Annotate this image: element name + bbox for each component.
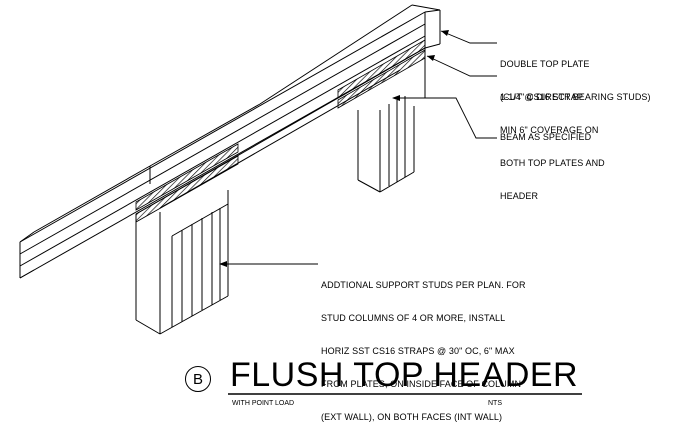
note-double-top-plate: DOUBLE TOP PLATE (CUT @ DIRECT BEARING S…: [500, 37, 651, 114]
note-line: BOTH TOP PLATES AND: [500, 158, 605, 168]
note-line: MIN 6" COVERAGE ON: [500, 125, 599, 135]
note-line: HORIZ SST CS16 STRAPS @ 30" OC, 6" MAX: [321, 346, 515, 356]
note-line: STUD COLUMNS OF 4 OR MORE, INSTALL: [321, 313, 506, 323]
leader-beam: [393, 97, 497, 139]
leader-double-top-plate: [440, 30, 497, 44]
detail-bubble: B: [185, 366, 211, 392]
note-strap: 1-1/4" CS16 STRAP MIN 6" COVERAGE ON BOT…: [500, 70, 605, 213]
right-stud-column: [357, 96, 415, 193]
leader-strap: [426, 55, 497, 77]
note-line: FROM PLATES, ON INSIDE FACE OF COLUMN: [321, 379, 522, 389]
note-line: (EXT WALL), ON BOTH FACES (INT WALL): [321, 412, 503, 422]
detail-subtitle: WITH POINT LOAD: [232, 400, 295, 407]
leader-lines: [220, 30, 497, 265]
cs16-strap-right: [337, 39, 426, 109]
note-beam: BEAM AS SPECIFIED: [500, 132, 592, 142]
leader-arrows: [219, 30, 449, 267]
note-line: DOUBLE TOP PLATE: [500, 59, 590, 69]
note-line: 1-1/4" CS16 STRAP: [500, 92, 583, 102]
detail-title: FLUSH TOP HEADER: [230, 356, 579, 394]
left-stud-column: [135, 190, 229, 335]
cs16-strap-left: [135, 143, 239, 223]
note-line: (CUT @ DIRECT BEARING STUDS): [500, 92, 651, 102]
framing-drawing: [19, 4, 582, 395]
note-line: ADDTIONAL SUPPORT STUDS PER PLAN. FOR: [321, 280, 526, 290]
detail-scale: NTS: [488, 400, 502, 407]
double-top-plate: [19, 4, 441, 279]
note-line: HEADER: [500, 191, 539, 201]
